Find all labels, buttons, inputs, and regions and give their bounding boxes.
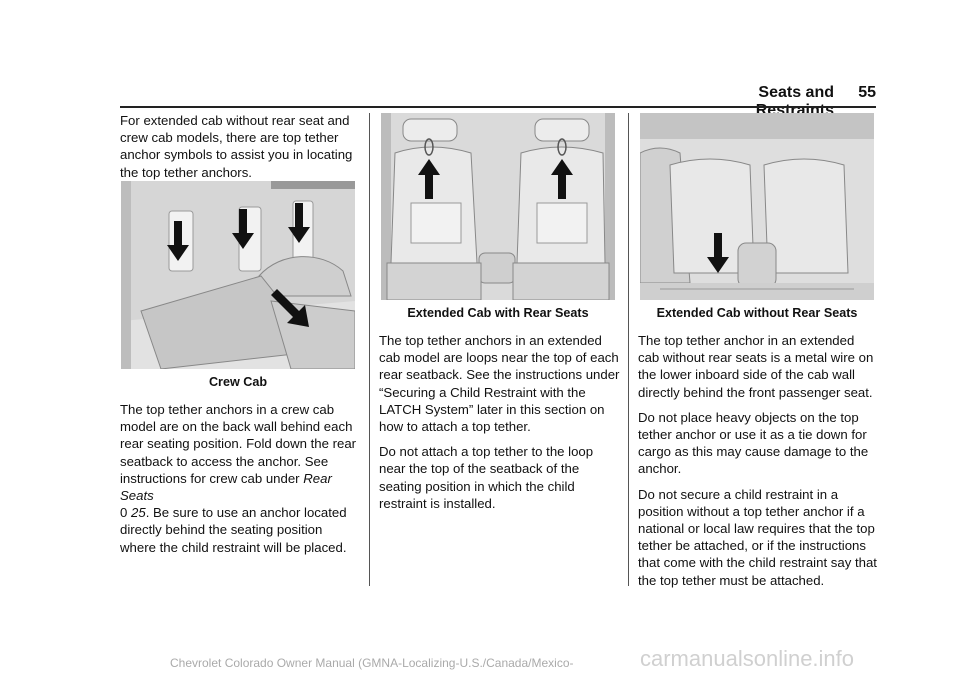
column-divider-1	[369, 113, 370, 586]
column-divider-2	[628, 113, 629, 586]
column-3-body: The top tether anchor in an extended cab…	[638, 332, 878, 597]
extended-cab-paragraph-2: Do not attach a top tether to the loop n…	[379, 444, 594, 511]
figure-caption-extended-cab-no-rear-seats: Extended Cab without Rear Seats	[656, 306, 858, 320]
arrow-up-icon	[418, 159, 440, 199]
footer-text: Chevrolet Colorado Owner Manual (GMNA-Lo…	[170, 656, 574, 670]
column-1-intro: For extended cab without rear seat and c…	[120, 112, 360, 189]
arrow-down-icon	[232, 209, 254, 249]
page-number: 55	[858, 84, 876, 101]
column-2-body: The top tether anchors in an extended ca…	[379, 332, 621, 520]
arrow-up-icon	[551, 159, 573, 199]
column-1-body: The top tether anchors in a crew cab mod…	[120, 401, 360, 564]
no-rear-seats-paragraph-1: The top tether anchor in an extended cab…	[638, 333, 874, 400]
crew-cab-paragraph: The top tether anchors in a crew cab mod…	[120, 401, 360, 556]
rear-seats-link[interactable]: Rear Seats	[120, 470, 332, 504]
crew-cab-text-1: The top tether anchors in a crew cab mod…	[120, 402, 357, 486]
figure-caption-extended-cab-rear-seats: Extended Cab with Rear Seats	[407, 306, 589, 320]
page-ref-link[interactable]: 25	[131, 505, 146, 521]
watermark-url: carmanualsonline.info	[640, 646, 855, 671]
figure-extended-cab-rear-seats	[381, 113, 615, 300]
figure-extended-cab-no-rear-seats	[640, 113, 874, 300]
intro-paragraph: For extended cab without rear seat and c…	[120, 113, 353, 180]
arrow-down-icon	[167, 221, 189, 261]
page-ref-icon: 0	[120, 505, 128, 521]
header-rule	[120, 106, 876, 108]
arrow-diagonal-icon	[271, 289, 309, 327]
figure-caption-crew-cab: Crew Cab	[208, 375, 268, 389]
arrow-down-icon	[707, 233, 729, 273]
crew-cab-text-2: . Be sure to use an anchor located direc…	[120, 505, 347, 555]
no-rear-seats-paragraph-3: Do not secure a child restraint in a pos…	[638, 486, 877, 588]
figure-crew-cab	[121, 181, 355, 369]
arrow-down-icon	[288, 203, 310, 243]
extended-cab-paragraph-1: The top tether anchors in an extended ca…	[379, 333, 620, 435]
no-rear-seats-paragraph-2: Do not place heavy objects on the top te…	[638, 409, 869, 477]
